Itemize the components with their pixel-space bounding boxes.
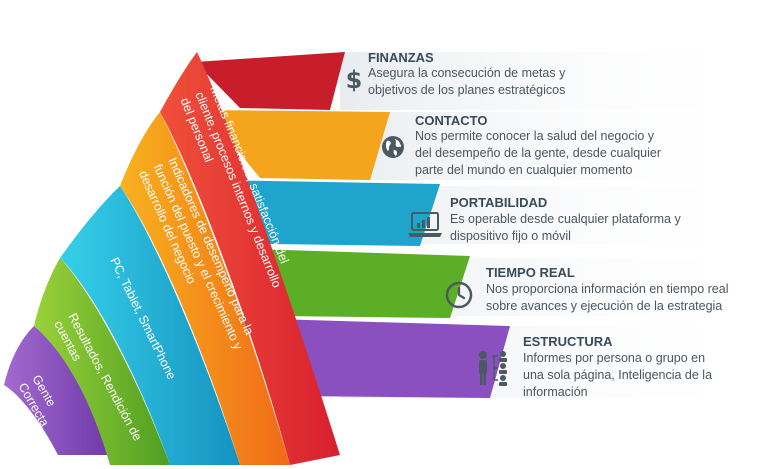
globe-icon xyxy=(381,135,405,159)
row-title-estructura: ESTRUCTURA xyxy=(523,334,613,349)
clock-icon xyxy=(445,281,473,309)
row-title-contacto: CONTACTO xyxy=(415,113,488,128)
band-purple xyxy=(4,326,110,455)
dollar-icon: $ xyxy=(344,66,364,94)
laptop-chart-icon xyxy=(407,211,443,239)
org-chart-icon xyxy=(474,348,514,388)
row-desc-contacto-1: Nos permite conocer la salud del negocio… xyxy=(415,129,655,143)
band-green xyxy=(34,258,170,465)
row-desc-estructura-3: información xyxy=(523,385,588,399)
row-title-finanzas: FINANZAS xyxy=(368,50,434,65)
flap-orange xyxy=(205,110,390,180)
band-red xyxy=(160,52,340,465)
flap-blue xyxy=(215,180,440,246)
row-bg-contacto xyxy=(340,112,764,180)
row-desc-portabilidad-1: Es operable desde cualquier plataforma y xyxy=(450,212,681,226)
row-desc-contacto-2: del desempeño de la gente, desde cualqui… xyxy=(415,146,662,160)
band-orange xyxy=(120,112,290,465)
row-title-portabilidad: PORTABILIDAD xyxy=(450,195,548,210)
row-desc-estructura-2: una sola página, Inteligencia de la xyxy=(523,368,713,382)
row-desc-portabilidad-2: dispositivo fijo o móvil xyxy=(450,229,571,243)
row-desc-contacto-3: parte del mundo en cualquier momento xyxy=(415,163,633,177)
row-bg-finanzas xyxy=(340,52,764,110)
row-desc-tiempo-real-1: Nos proporciona información en tiempo re… xyxy=(486,282,729,296)
band-blue xyxy=(60,186,240,465)
row-title-tiempo-real: TIEMPO REAL xyxy=(486,265,575,280)
svg-text:$: $ xyxy=(346,66,363,94)
row-desc-finanzas-2: objetivos de los planes estratégicos xyxy=(368,83,566,97)
row-desc-estructura-1: Informes por persona o grupo en xyxy=(523,351,706,365)
row-desc-tiempo-real-2: sobre avances y ejecución de la estrateg… xyxy=(486,299,723,313)
row-desc-finanzas-1: Asegura la consecución de metas y xyxy=(368,66,566,80)
flap-red xyxy=(195,52,345,110)
